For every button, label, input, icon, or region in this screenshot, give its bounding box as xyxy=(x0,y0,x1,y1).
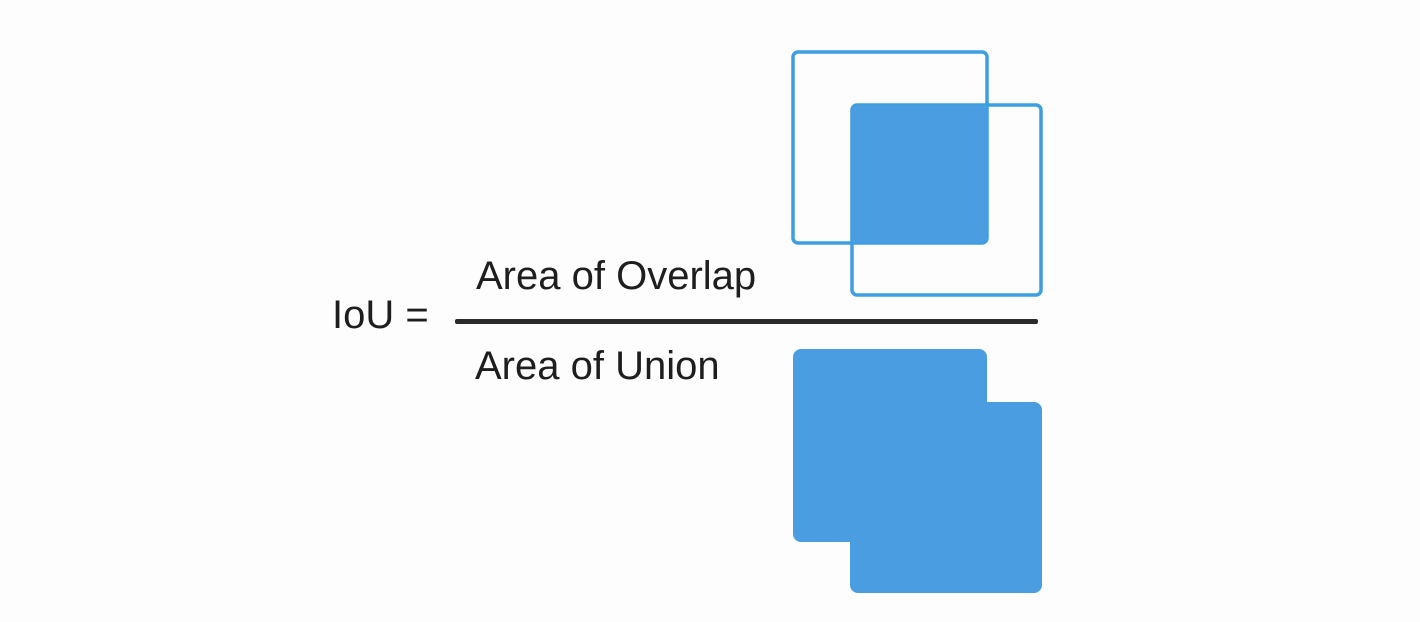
overlap-region-fill xyxy=(852,105,987,243)
numerator-label: Area of Overlap xyxy=(476,254,757,298)
iou-equals-label: IoU = xyxy=(332,293,429,337)
overlap-diagram xyxy=(791,50,1043,297)
fraction-bar xyxy=(455,319,1038,324)
union-box-2-fill xyxy=(850,402,1042,593)
denominator-label: Area of Union xyxy=(475,344,720,388)
union-diagram xyxy=(793,349,1042,593)
